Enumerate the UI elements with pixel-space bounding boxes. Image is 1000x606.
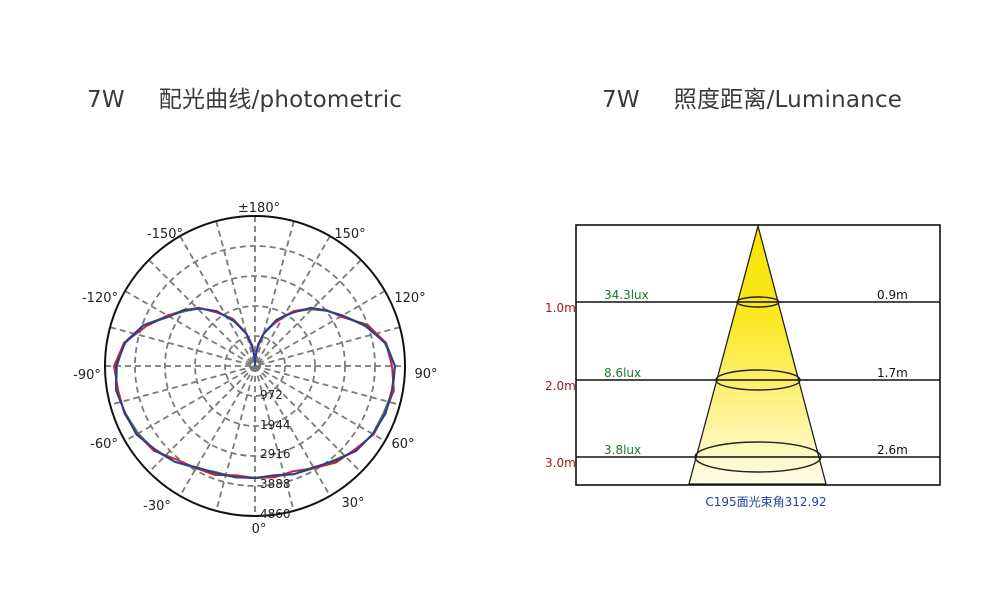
- angle-label-neg90: -90°: [73, 368, 101, 383]
- distance-label: 3.0m: [545, 456, 576, 470]
- blue-intensity-curve: [115, 306, 396, 479]
- angle-label-neg30: -30°: [143, 499, 171, 514]
- lux-label: 3.8lux: [604, 443, 641, 457]
- luminance-heading: 7W 照度距离/Luminance: [602, 80, 902, 114]
- angle-label-0: 0°: [252, 522, 267, 537]
- cone-frame: [575, 224, 941, 486]
- luminance-title: 照度距离/Luminance: [673, 87, 903, 113]
- angle-label-neg60: -60°: [90, 437, 118, 452]
- beam-diameter-label: 1.7m: [877, 366, 908, 380]
- angle-label-90: 90°: [414, 367, 437, 382]
- photometric-heading: 7W 配光曲线/photometric: [87, 80, 402, 114]
- polar-curves: [113, 306, 396, 479]
- beam-diameter-label: 0.9m: [877, 288, 908, 302]
- photometric-title: 配光曲线/photometric: [158, 87, 403, 113]
- angle-label-120: 120°: [394, 291, 425, 306]
- angle-label-150: 150°: [334, 227, 365, 242]
- angle-label-30: 30°: [341, 496, 364, 511]
- angle-label-neg120: -120°: [82, 291, 118, 306]
- radial-label: 2916: [260, 447, 291, 461]
- beam-ellipse-3m: [694, 441, 822, 473]
- beam-ellipse-2m: [715, 369, 801, 391]
- radial-label: 972: [260, 388, 283, 402]
- distance-label: 1.0m: [545, 301, 576, 315]
- distance-label: 2.0m: [545, 379, 576, 393]
- beam-ellipse-1m: [736, 296, 780, 308]
- polar-chart: ±180° -150° 150° -120° 120° -90° 90° -60…: [73, 201, 437, 537]
- lux-label: 34.3lux: [604, 288, 649, 302]
- angle-label-180: ±180°: [238, 201, 280, 216]
- cone-diagram: 1.0m 2.0m 3.0m 34.3lux 8.6lux 3.8lux 0.9…: [545, 223, 941, 509]
- light-cone: [688, 223, 827, 485]
- right-power-label: 7W: [602, 87, 640, 113]
- polar-outer-ring: [104, 215, 406, 517]
- radial-label: 1944: [260, 418, 291, 432]
- left-power-label: 7W: [87, 87, 125, 113]
- radial-label: 3888: [260, 477, 291, 491]
- beam-diameter-label: 2.6m: [877, 443, 908, 457]
- radial-label: 4860: [260, 507, 291, 521]
- beam-angle-caption: C195面光束角312.92: [705, 495, 826, 509]
- angle-label-60: 60°: [391, 437, 414, 452]
- lux-label: 8.6lux: [604, 366, 641, 380]
- angle-label-neg150: -150°: [147, 227, 183, 242]
